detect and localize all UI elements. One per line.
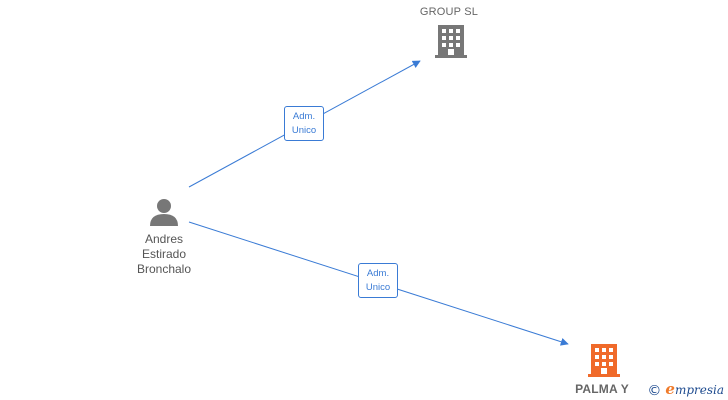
edge-label-to-palma: Adm. Unico [358, 263, 398, 298]
person-name-line-3: Bronchalo [136, 262, 192, 276]
person-name-line-1: Andres [144, 232, 184, 246]
person-name[interactable]: Andres Estirado Bronchalo [124, 232, 204, 277]
edge-label-role: Adm. [292, 111, 316, 122]
person-icon[interactable] [150, 199, 178, 226]
person-name-line-2: Estirado [141, 247, 187, 261]
brand-rest: mpresia [674, 383, 724, 397]
edge-label-to-group: Adm. Unico [284, 106, 324, 141]
company-label-group[interactable]: GROUP SL [419, 6, 479, 18]
edge-label-role: Adm. [366, 268, 390, 279]
brand-initial: e [665, 380, 675, 398]
copyright-icon: © [647, 383, 662, 399]
empresia-logo: ©empresia [647, 380, 724, 399]
edge-label-type: Unico [365, 282, 391, 293]
company-label-palma[interactable]: PALMA Y [575, 382, 629, 396]
edge-label-type: Unico [291, 125, 317, 136]
